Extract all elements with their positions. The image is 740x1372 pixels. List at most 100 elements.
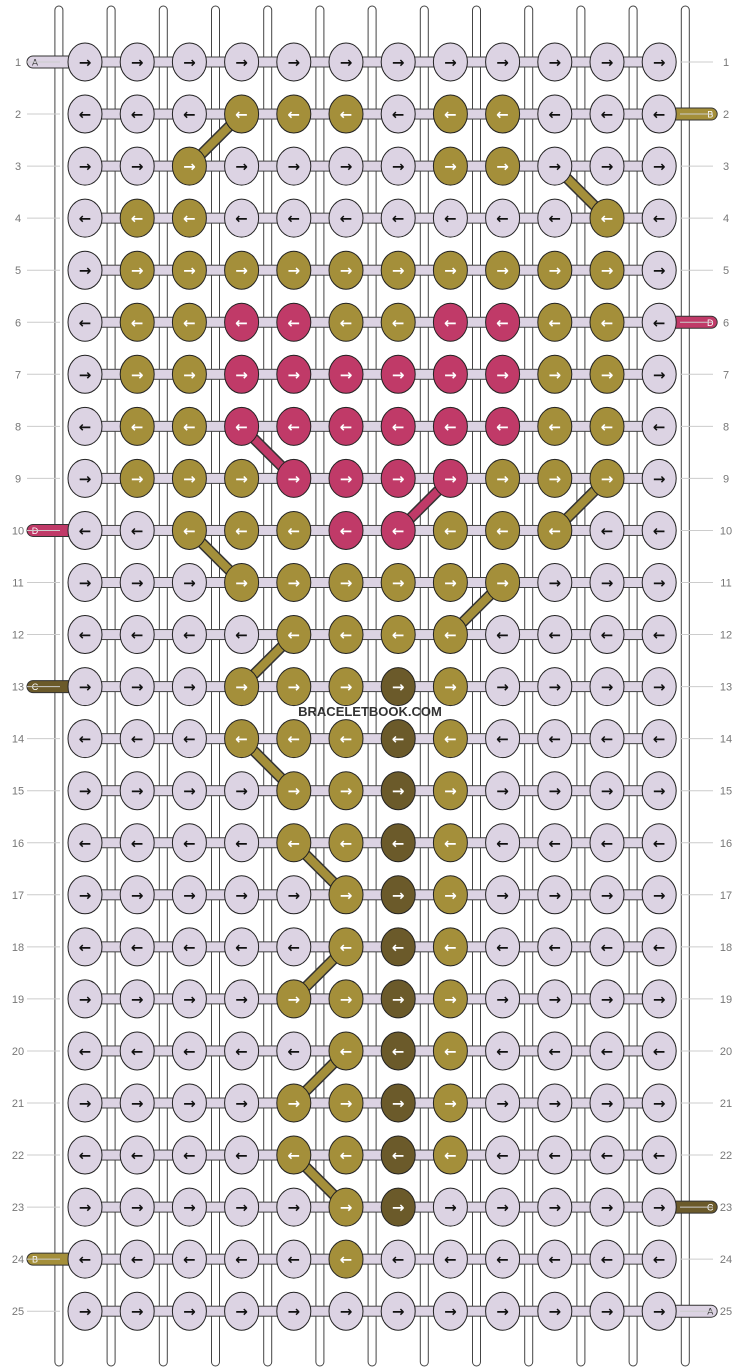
knot: ←: [67, 1031, 103, 1071]
right-arrow-icon: →: [549, 470, 562, 488]
right-arrow-icon: →: [235, 1199, 248, 1217]
knot: ←: [67, 823, 103, 863]
left-arrow-icon: ←: [235, 1251, 248, 1269]
left-arrow-icon: ←: [340, 1147, 353, 1165]
left-arrow-icon: ←: [601, 418, 614, 436]
knot: →: [119, 458, 155, 498]
knot: ←: [67, 1135, 103, 1175]
right-arrow-icon: →: [235, 678, 248, 696]
knot: →: [380, 458, 416, 498]
knot: ←: [67, 198, 103, 238]
knot: ←: [171, 406, 207, 446]
knot: →: [328, 1291, 364, 1331]
left-arrow-icon: ←: [131, 106, 144, 124]
knot: ←: [224, 406, 260, 446]
right-arrow-icon: →: [496, 470, 509, 488]
left-arrow-icon: ←: [79, 938, 92, 956]
knot: →: [171, 771, 207, 811]
knot: →: [485, 42, 521, 82]
knot: →: [119, 563, 155, 602]
left-arrow-icon: ←: [183, 418, 196, 436]
knot: ←: [432, 198, 468, 238]
right-arrow-icon: →: [444, 54, 457, 72]
knot: ←: [276, 615, 312, 655]
knot: ←: [119, 302, 155, 342]
knot: →: [119, 979, 155, 1019]
knot: →: [537, 1187, 573, 1227]
right-arrow-icon: →: [288, 1095, 301, 1113]
knot: ←: [641, 719, 677, 759]
knot: ←: [589, 406, 625, 446]
right-arrow-icon: →: [392, 1303, 405, 1321]
knot: ←: [171, 510, 207, 550]
left-arrow-icon: ←: [235, 522, 248, 540]
knot: →: [328, 146, 364, 186]
knot: →: [380, 250, 416, 290]
knot: ←: [224, 1135, 260, 1175]
left-arrow-icon: ←: [601, 314, 614, 332]
left-arrow-icon: ←: [392, 1251, 405, 1269]
left-arrow-icon: ←: [496, 626, 509, 644]
knot: ←: [380, 302, 416, 342]
left-arrow-icon: ←: [288, 210, 301, 228]
right-arrow-icon: →: [79, 1303, 92, 1321]
left-arrow-icon: ←: [288, 834, 301, 852]
knot: ←: [171, 1135, 207, 1175]
knot: →: [276, 1291, 312, 1331]
right-arrow-icon: →: [183, 54, 196, 72]
knot: →: [224, 250, 260, 290]
knot: →: [432, 771, 468, 811]
knot: →: [328, 771, 364, 811]
knot: →: [485, 1187, 521, 1227]
right-arrow-icon: →: [601, 158, 614, 176]
knot: →: [224, 458, 260, 498]
knot: ←: [276, 1031, 312, 1071]
right-arrow-icon: →: [444, 158, 457, 176]
right-arrow-icon: →: [444, 1095, 457, 1113]
vertical-string: [680, 5, 690, 1367]
row-number-right: 2: [723, 109, 729, 121]
knot: ←: [589, 302, 625, 342]
right-arrow-icon: →: [79, 366, 92, 384]
knot: →: [67, 667, 103, 707]
right-arrow-icon: →: [288, 366, 301, 384]
right-arrow-icon: →: [392, 262, 405, 280]
knot: ←: [432, 406, 468, 446]
left-arrow-icon: ←: [340, 106, 353, 124]
row-number-right: 12: [720, 630, 732, 642]
left-arrow-icon: ←: [288, 730, 301, 748]
left-arrow-icon: ←: [392, 522, 405, 540]
right-arrow-icon: →: [549, 262, 562, 280]
knot: →: [224, 42, 260, 82]
knot: →: [537, 354, 573, 394]
left-arrow-icon: ←: [444, 522, 457, 540]
knot: →: [537, 563, 573, 602]
right-arrow-icon: →: [131, 54, 144, 72]
left-arrow-icon: ←: [549, 522, 562, 540]
left-arrow-icon: ←: [79, 1042, 92, 1060]
right-arrow-icon: →: [288, 990, 301, 1008]
row-number-right: 18: [720, 942, 732, 954]
knot: →: [432, 146, 468, 186]
row-connector: [80, 472, 664, 484]
knot: ←: [276, 927, 312, 967]
left-arrow-icon: ←: [131, 834, 144, 852]
right-arrow-icon: →: [131, 990, 144, 1008]
right-arrow-icon: →: [131, 1095, 144, 1113]
knot: ←: [119, 615, 155, 655]
right-arrow-icon: →: [496, 886, 509, 904]
knot: →: [67, 771, 103, 811]
row-number-right: 25: [720, 1306, 732, 1318]
right-arrow-icon: →: [601, 54, 614, 72]
row-connector: [80, 993, 664, 1005]
knot: ←: [641, 1031, 677, 1071]
left-arrow-icon: ←: [549, 938, 562, 956]
right-arrow-icon: →: [79, 262, 92, 280]
row-number-right: 5: [723, 265, 729, 277]
row-number-left: 10: [12, 525, 24, 537]
right-arrow-icon: →: [601, 678, 614, 696]
right-arrow-icon: →: [601, 782, 614, 800]
left-arrow-icon: ←: [392, 210, 405, 228]
right-arrow-icon: →: [601, 990, 614, 1008]
knot-grid: → → → → → → → → → → → → ← ← ← ← ← ← ← ← ← ← ← ← → → → → → → → → → → → → ← ← ← ←…: [67, 42, 677, 1331]
